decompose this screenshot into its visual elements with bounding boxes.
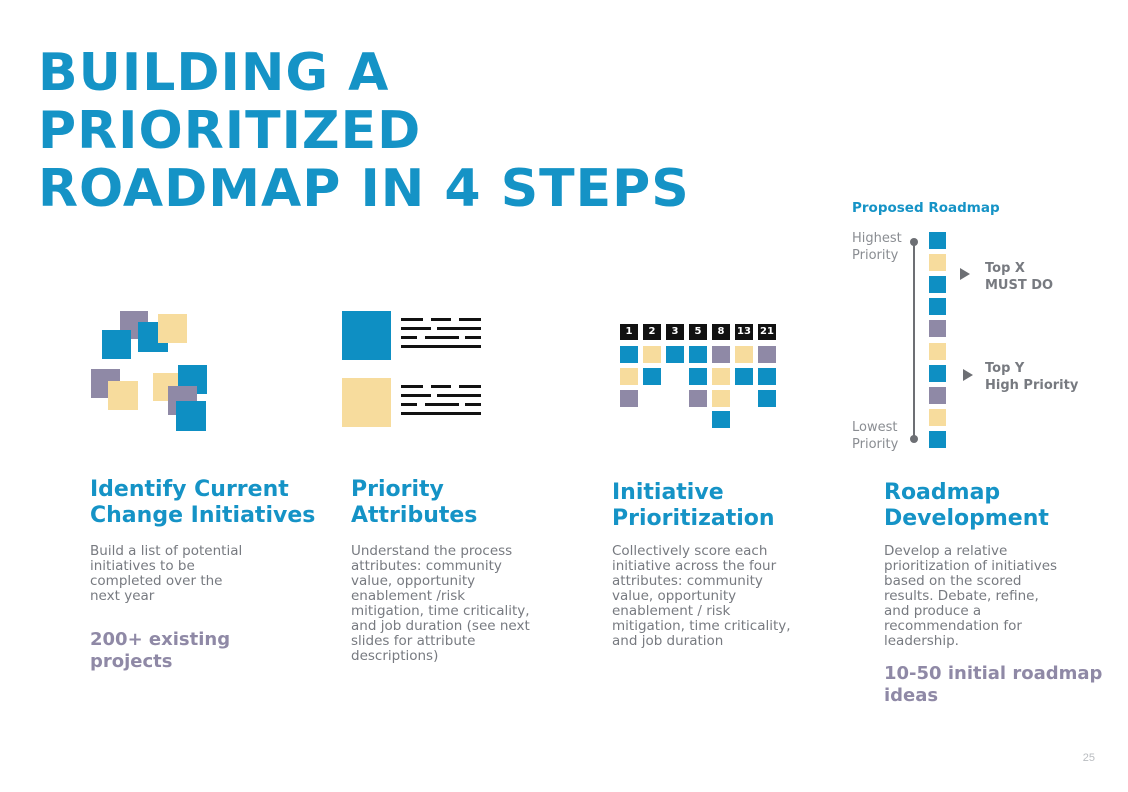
step-1-description: Build a list of potential initiatives to… (90, 543, 243, 604)
score-tile (620, 368, 638, 385)
sticky-note (102, 330, 131, 359)
title-line-2: PRIORITIZED (38, 101, 422, 161)
priority-axis-line (913, 242, 915, 438)
roadmap-item (929, 386, 946, 404)
sticky-note (108, 381, 138, 410)
score-label-13: 13 (735, 324, 753, 340)
score-label-8: 8 (712, 324, 730, 340)
roadmap-item (929, 364, 946, 382)
score-label-1: 1 (620, 324, 638, 340)
roadmap-item (929, 276, 946, 294)
score-tile (643, 346, 661, 363)
lowest-priority-label: Lowest Priority (852, 420, 899, 452)
attribute-card-blue (342, 311, 391, 360)
step-4-description: Develop a relative prioritization of ini… (884, 543, 1058, 649)
top-y-arrow-icon (963, 369, 973, 381)
title-line-1: BUILDING A (38, 43, 390, 103)
score-tile (758, 346, 776, 363)
roadmap-header: Proposed Roadmap (852, 200, 1000, 216)
score-tile (689, 390, 707, 407)
attribute-card-yellow (342, 378, 391, 427)
score-tile (712, 411, 730, 428)
sticky-note (176, 401, 206, 431)
score-tile (712, 368, 730, 385)
top-y-label: Top Y High Priority (985, 361, 1079, 393)
priority-axis-bottom-dot (910, 435, 918, 443)
step-2-description: Understand the process attributes: commu… (351, 543, 530, 664)
roadmap-item (929, 320, 946, 338)
step-3-description: Collectively score each initiative acros… (612, 543, 791, 649)
score-label-3: 3 (666, 324, 684, 340)
score-label-21: 21 (758, 324, 776, 340)
score-tile (712, 346, 730, 363)
sticky-note (158, 314, 187, 343)
score-label-5: 5 (689, 324, 707, 340)
roadmap-item (929, 430, 946, 448)
step-1-highlight: 200+ existing projects (90, 629, 231, 672)
roadmap-item (929, 254, 946, 272)
score-tile (735, 346, 753, 363)
step-4-title: Roadmap Development (884, 480, 1049, 531)
step-3-title: Initiative Prioritization (612, 480, 775, 531)
score-tile (735, 368, 753, 385)
score-tile (620, 390, 638, 407)
highest-priority-label: Highest Priority (852, 231, 902, 263)
page-title: BUILDING A PRIORITIZED ROADMAP IN 4 STEP… (38, 43, 690, 219)
roadmap-item (929, 232, 946, 249)
top-x-label: Top X MUST DO (985, 261, 1054, 293)
step-4-highlight: 10-50 initial roadmap ideas (884, 663, 1103, 706)
score-tile (643, 368, 661, 385)
score-tile (689, 368, 707, 385)
score-tile (620, 346, 638, 363)
score-tile (689, 346, 707, 363)
score-tile (758, 390, 776, 407)
step-1-title: Identify Current Change Initiatives (90, 477, 316, 528)
top-x-arrow-icon (960, 268, 970, 280)
roadmap-item (929, 342, 946, 360)
score-tile (666, 346, 684, 363)
page-number: 25 (1082, 752, 1095, 764)
score-tile (712, 390, 730, 407)
roadmap-item (929, 408, 946, 426)
title-line-3: ROADMAP IN 4 STEPS (38, 159, 690, 219)
score-label-2: 2 (643, 324, 661, 340)
roadmap-item (929, 298, 946, 316)
score-tile (758, 368, 776, 385)
step-2-title: Priority Attributes (351, 477, 478, 528)
